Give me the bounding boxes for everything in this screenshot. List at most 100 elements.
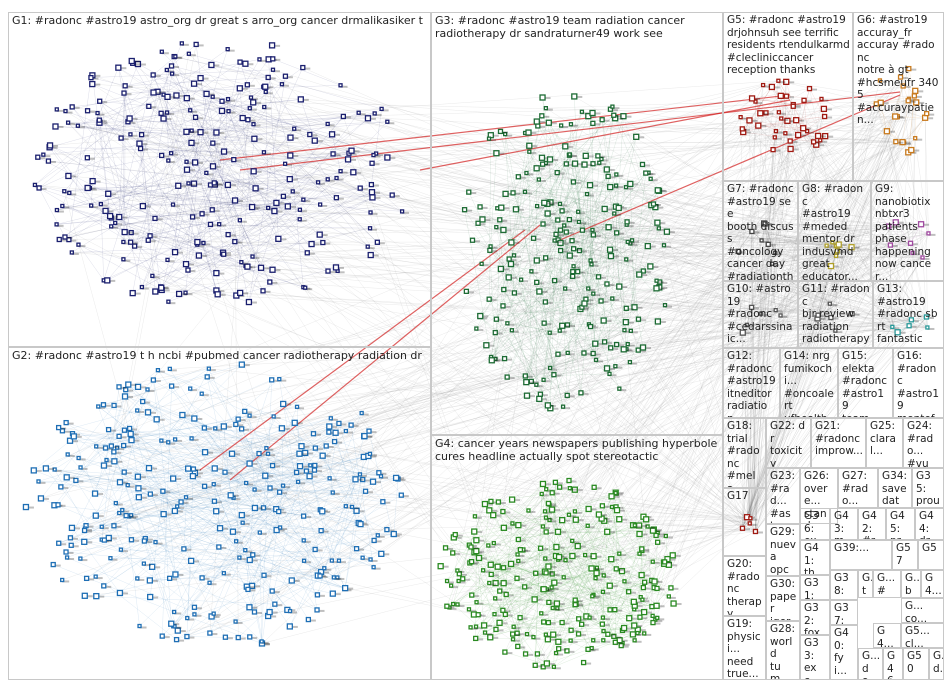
edge [87, 141, 903, 159]
edge [360, 318, 818, 525]
edge [174, 56, 269, 78]
edge [755, 68, 910, 532]
edge [506, 164, 585, 378]
edge [742, 242, 833, 529]
edge [110, 215, 248, 267]
edge [802, 128, 928, 328]
edge [223, 151, 776, 311]
edge [89, 63, 139, 189]
edge [71, 245, 827, 546]
edge [191, 108, 382, 131]
edge [634, 98, 910, 641]
edge [166, 69, 169, 161]
edge [455, 332, 898, 535]
edge [142, 401, 284, 486]
edge [358, 326, 893, 524]
edge [817, 141, 897, 316]
edge [507, 164, 543, 324]
edge [204, 243, 911, 487]
edge [138, 496, 322, 531]
edge [322, 455, 359, 524]
edge [775, 119, 797, 132]
group-label: G22: dr toxicity pts... [770, 420, 806, 468]
edge [577, 116, 624, 272]
edge [303, 265, 832, 517]
edge [521, 130, 888, 280]
edge [909, 325, 928, 328]
edge [73, 426, 224, 437]
edge [172, 426, 225, 479]
edge [552, 313, 853, 493]
edge [565, 112, 767, 561]
edge [182, 414, 255, 490]
edge [161, 51, 265, 153]
edge [68, 122, 912, 321]
edge [254, 489, 366, 492]
group-label: G1: #radonc #astro19 astro_org dr great … [12, 14, 423, 27]
edge [111, 226, 304, 288]
edge [123, 259, 262, 269]
edge [105, 67, 303, 212]
edge [767, 244, 776, 311]
edge [738, 246, 852, 252]
edge [138, 452, 206, 498]
edge [129, 118, 291, 138]
edge [186, 522, 243, 637]
edge [85, 453, 260, 526]
edge [755, 149, 774, 532]
edge [764, 133, 786, 224]
edge [171, 252, 913, 624]
edge [186, 154, 374, 163]
edge [103, 396, 126, 466]
edge [33, 98, 910, 471]
edge [162, 516, 748, 637]
edge [547, 172, 558, 204]
edge [751, 231, 769, 245]
edge [593, 234, 838, 252]
edge [272, 58, 341, 86]
edge [765, 112, 893, 328]
edge [211, 159, 235, 210]
edge [68, 116, 344, 177]
edge [208, 368, 548, 406]
edge [750, 140, 791, 519]
edge [642, 316, 927, 600]
group-box-g8: G8: #radonc #astro19 #meded mentor dr in… [798, 181, 871, 281]
edge [128, 384, 335, 578]
edge [780, 141, 791, 316]
edge [767, 106, 794, 245]
edge [282, 403, 310, 477]
edge [40, 231, 752, 499]
edge [174, 185, 179, 253]
edge [84, 474, 361, 529]
edge [142, 152, 350, 207]
edge [742, 332, 750, 524]
edge [749, 244, 839, 524]
edge [78, 244, 104, 281]
edge [511, 293, 594, 331]
edge [149, 533, 394, 581]
edge [124, 396, 192, 561]
edge [851, 247, 928, 328]
edge [452, 313, 761, 605]
edge [174, 465, 311, 627]
edge [768, 244, 913, 254]
edge [908, 316, 927, 326]
edge [817, 257, 923, 316]
edge [780, 222, 896, 316]
edge [829, 255, 837, 304]
edge [912, 90, 916, 253]
edge [285, 163, 827, 246]
edge [751, 242, 833, 308]
edge [122, 478, 330, 511]
edge [56, 193, 109, 211]
edge [84, 541, 247, 587]
edge [89, 187, 403, 212]
edge [626, 116, 896, 309]
edge [84, 530, 393, 535]
edge [565, 146, 773, 264]
edge [746, 247, 852, 518]
edge [153, 74, 291, 156]
edge [829, 224, 922, 304]
edge [910, 233, 929, 244]
